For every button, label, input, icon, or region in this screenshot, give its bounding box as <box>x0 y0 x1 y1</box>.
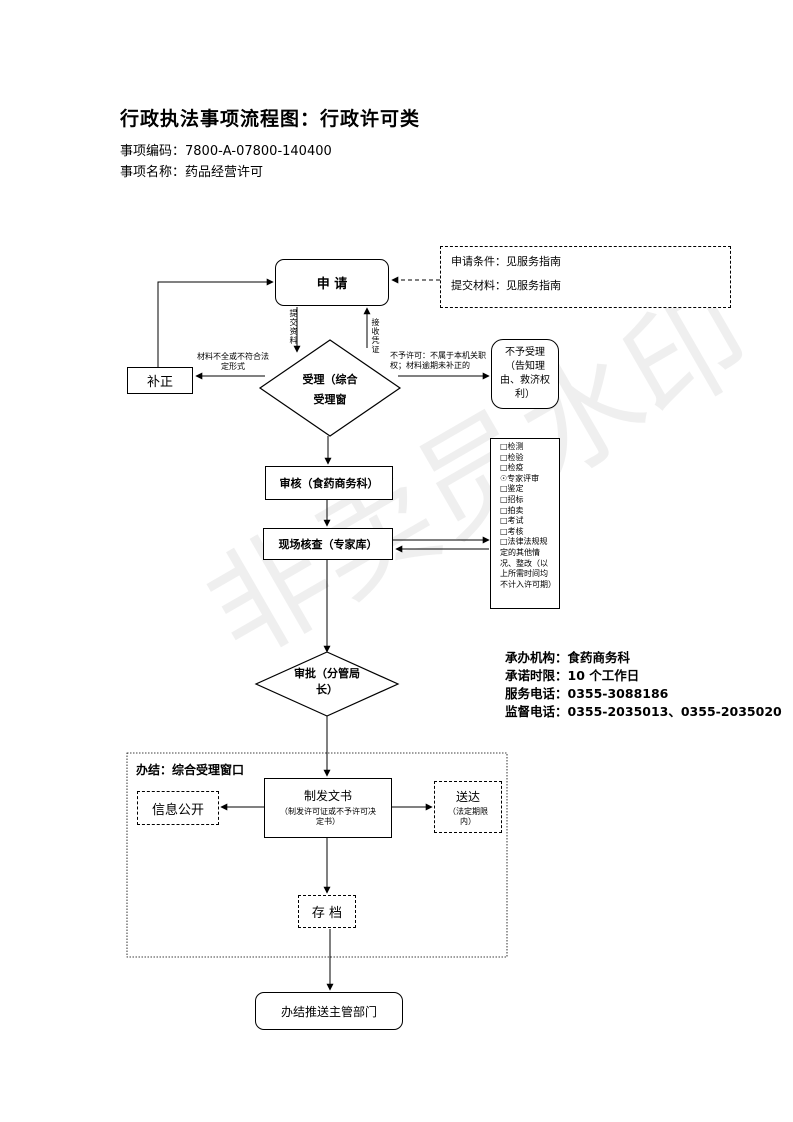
checklist-item: □检测 <box>500 442 524 451</box>
checklist-item: □招标 <box>500 494 524 504</box>
delivery-node: 送达 （法定期限内） <box>434 781 502 833</box>
reject-node: 不予受理（告知理由、救济权利） <box>491 339 559 409</box>
item-code-label: 事项编码： <box>120 144 186 159</box>
checklist-item: □考试 <box>500 516 524 526</box>
service-phone-text: 服务电话：0355-3088186 <box>505 686 669 701</box>
checklist-item: □考核 <box>500 526 524 536</box>
push-label: 办结推送主管部门 <box>280 1004 377 1019</box>
archive-label: 存 档 <box>311 906 343 921</box>
checklist: □检测 □检验 □检疫 ☉专家评审 □鉴定 □招标 □拍卖 □考试 □考核 □法… <box>500 442 556 590</box>
publicity-node: 信息公开 <box>137 791 219 825</box>
page-title: 行政执法事项流程图：行政许可类 <box>120 108 421 130</box>
checklist-box <box>490 438 560 609</box>
approve-diamond <box>254 651 400 717</box>
apply-node: 申 请 <box>275 259 389 306</box>
checklist-item: □鉴定 <box>500 484 524 494</box>
reject-reason: 不予许可：不属于本机关职权；材料逾期未补正的 <box>390 351 486 370</box>
conditions-box: 申请条件：见服务指南 提交材料：见服务指南 <box>440 246 731 308</box>
supervise-phone-text: 监督电话：0355-2035013、0355-2035020 <box>505 704 782 719</box>
arrow-resubmit <box>157 278 274 367</box>
submit-materials-label: 提交资料 <box>289 309 298 345</box>
item-name-value: 药品经营许可 <box>185 165 264 180</box>
issue-sub: （制发许可证或不予许可决定书） <box>280 807 376 826</box>
supplement-label: 补正 <box>146 375 173 390</box>
delivery-sub: （法定期限内） <box>448 807 488 826</box>
accept-diamond <box>258 339 402 437</box>
inspection-node: 现场核查（专家库） <box>263 528 393 560</box>
item-code: 事项编码：7800-A-07800-140400 <box>120 140 332 159</box>
finish-label: 办结：综合受理窗口 <box>136 763 245 777</box>
archive-node: 存 档 <box>298 895 356 928</box>
apply-label: 申 请 <box>316 277 348 292</box>
supplement-node: 补正 <box>127 367 193 394</box>
checklist-item: □检验 <box>500 452 524 462</box>
approve-label: 审批（分管局长） <box>294 667 360 696</box>
checklist-item: □法律法规规定的其他情况、整改（以上所需时间均不计入许可期） <box>500 537 556 589</box>
checklist-item: □拍卖 <box>500 505 524 515</box>
review-node: 审核（食药商务科） <box>265 466 393 500</box>
delivery-title: 送达 <box>455 790 480 804</box>
supplement-reason: 材料不全或不符合法定形式 <box>197 352 269 371</box>
receive-voucher-label: 接收凭证 <box>371 318 380 354</box>
item-code-value: 7800-A-07800-140400 <box>185 144 332 159</box>
checklist-item: ☉专家评审 <box>500 473 540 483</box>
push-node: 办结推送主管部门 <box>255 992 403 1030</box>
issue-node: 制发文书 （制发许可证或不予许可决定书） <box>264 778 392 838</box>
item-name: 事项名称：药品经营许可 <box>120 161 263 180</box>
checklist-item: □检疫 <box>500 463 524 473</box>
publicity-label: 信息公开 <box>151 802 204 818</box>
agency-text: 承办机构：食药商务科 <box>505 650 631 665</box>
item-name-label: 事项名称： <box>120 165 186 180</box>
inspection-label: 现场核查（专家库） <box>278 538 378 551</box>
reject-label: 不予受理（告知理由、救济权利） <box>500 347 550 400</box>
materials-text: 提交材料：见服务指南 <box>451 279 561 292</box>
conditions-text: 申请条件：见服务指南 <box>451 255 561 268</box>
review-label: 审核（食药商务科） <box>279 477 379 490</box>
finish-region <box>126 752 508 958</box>
time-limit-text: 承诺时限：10 个工作日 <box>505 668 640 683</box>
accept-label: 受理（综合受理窗 <box>302 373 358 406</box>
issue-title: 制发文书 <box>303 789 352 803</box>
